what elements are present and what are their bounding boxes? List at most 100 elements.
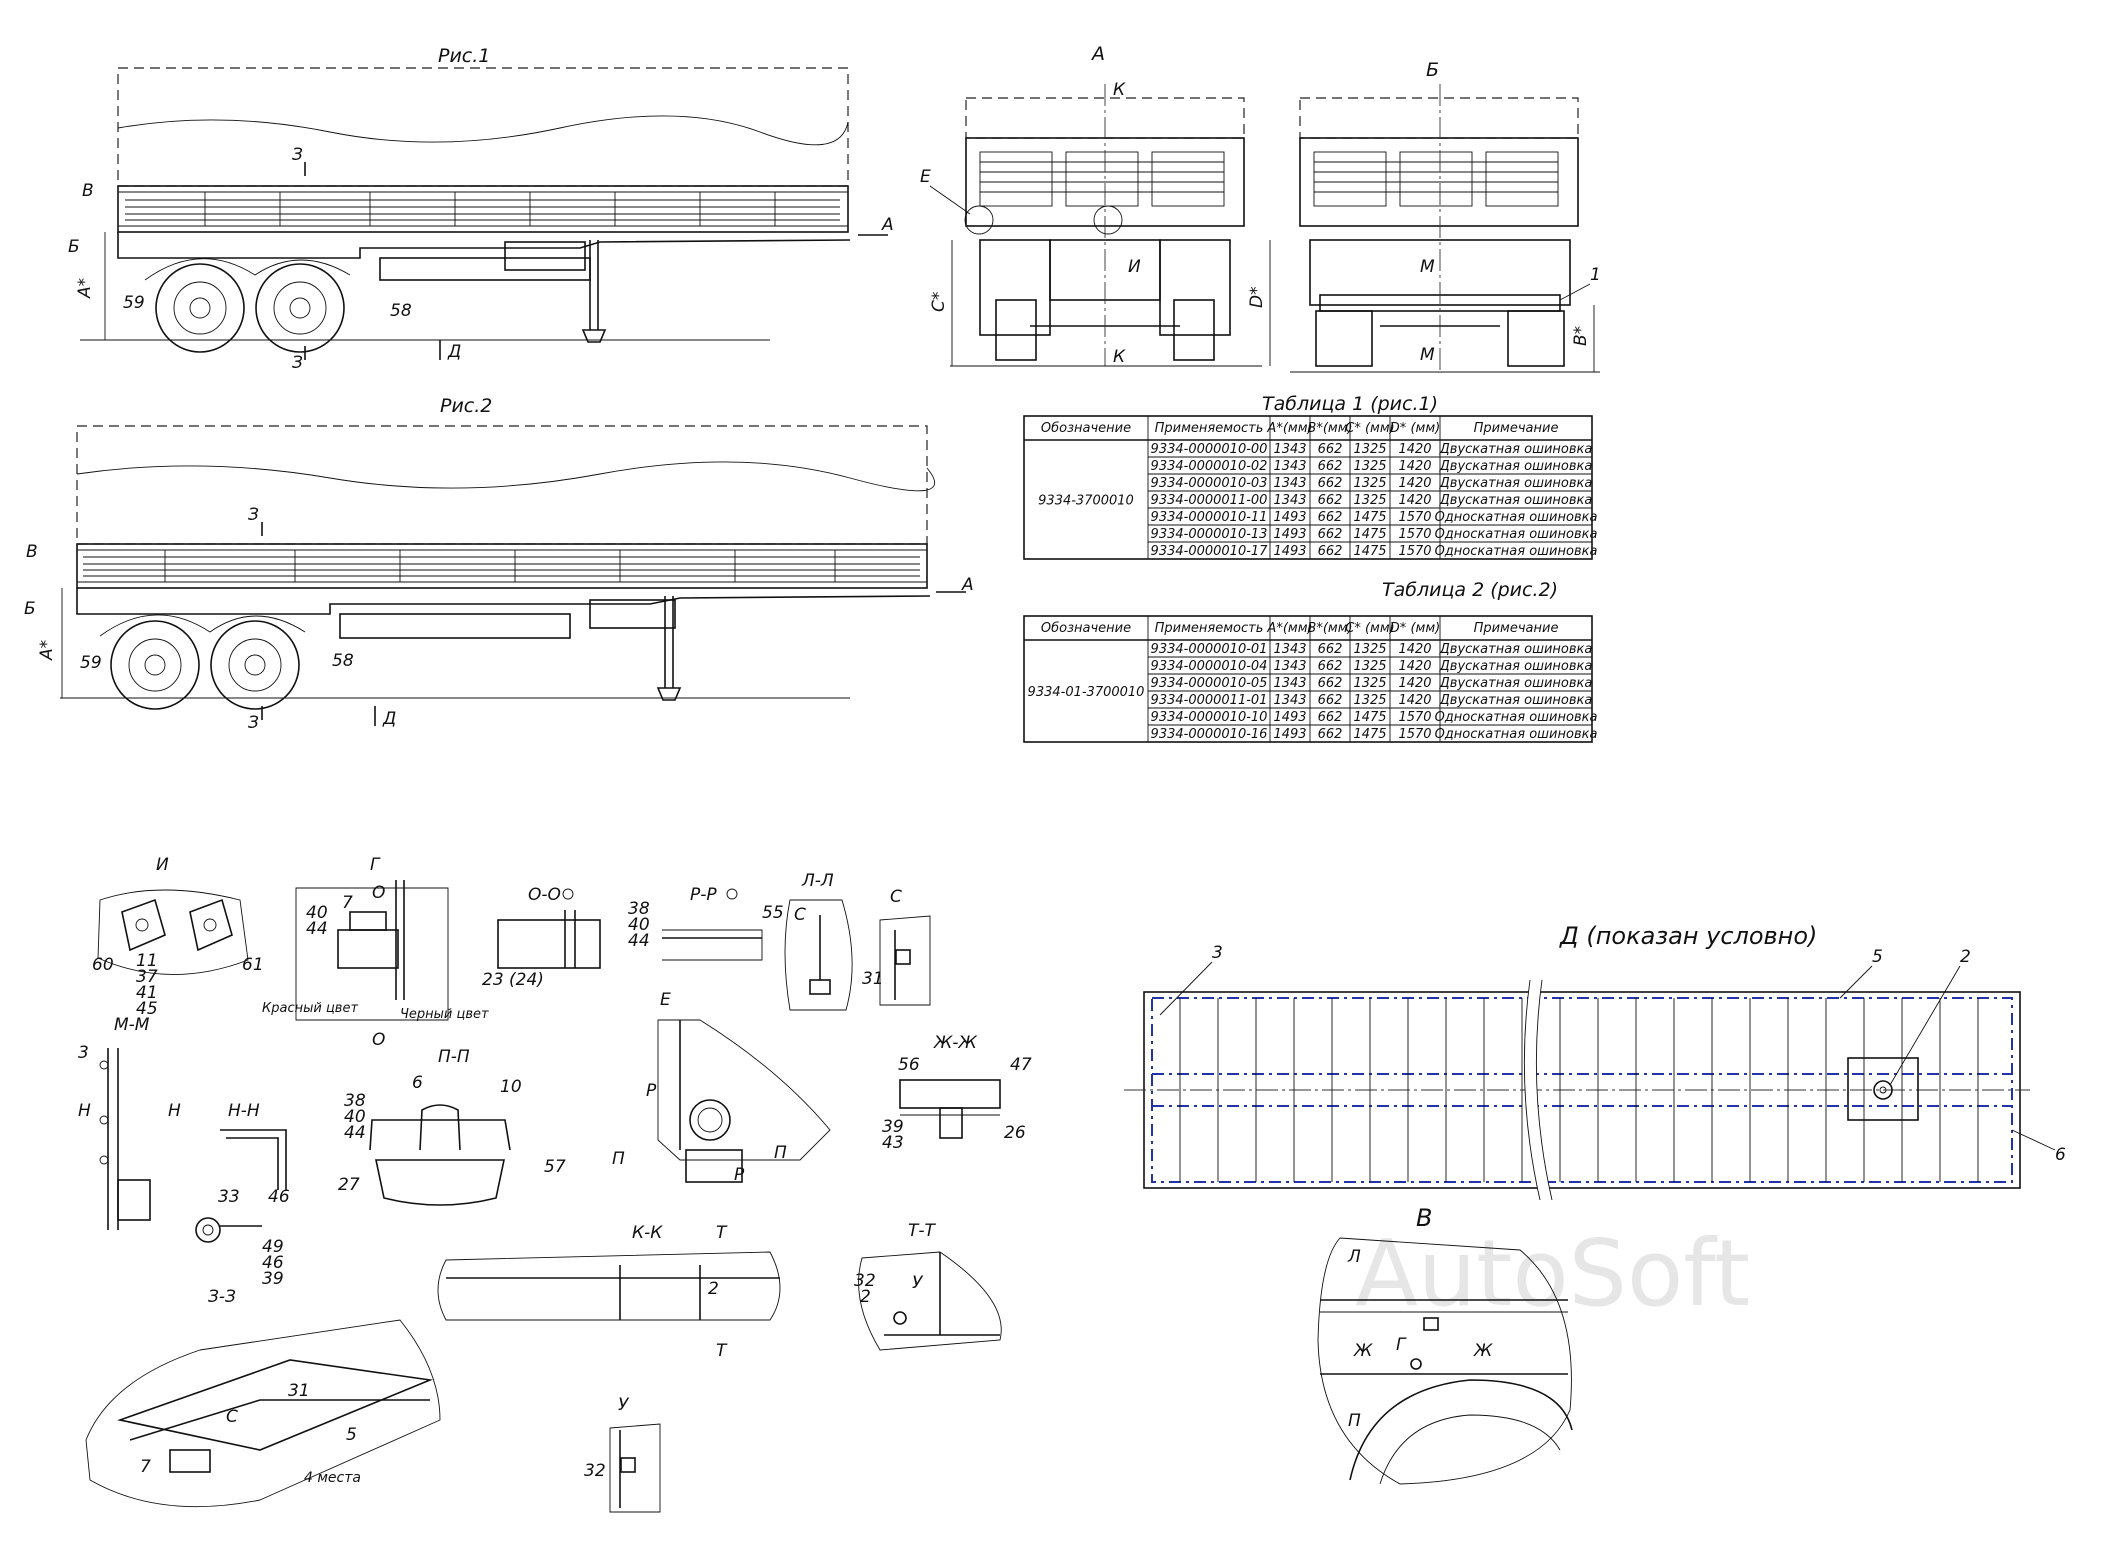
table2-cell: 1420 <box>1398 693 1431 708</box>
table2-cell: 1325 <box>1353 693 1386 708</box>
table2-cell: 1475 <box>1353 727 1386 742</box>
table1-cell: 1420 <box>1398 493 1431 508</box>
detail-i-callout-61: 61 <box>242 955 264 975</box>
table2-cell: 1420 <box>1398 642 1431 657</box>
detail-tt-callout-32: 32 <box>854 1271 876 1291</box>
fig1-callout-58: 58 <box>390 301 412 321</box>
front-view-b: Б М М 1 В* <box>1290 59 1601 373</box>
table1-cell: 662 <box>1318 493 1343 508</box>
table1-cell: 1493 <box>1273 510 1306 525</box>
detail-e: Е Р Р П П <box>612 990 831 1185</box>
figure-1-trailer: Рис.1 В Б А* З <box>68 45 894 373</box>
table1-header-4: С* (мм) <box>1345 421 1394 436</box>
detail-i-title: И <box>156 855 169 875</box>
view-a-callout-i: И <box>1128 257 1141 277</box>
figure-2-trailer: Рис.2 В Б А* З З 59 <box>24 395 974 733</box>
table2-cell: 1420 <box>1398 659 1431 674</box>
table2-cell: Двускатная ошиновка <box>1439 676 1593 691</box>
table1-header-0: Обозначение <box>1041 421 1131 436</box>
table1-cell: 9334-0000011-00 <box>1151 493 1268 508</box>
detail-ll-label-c: С <box>794 905 806 925</box>
table1-cell: 1325 <box>1353 493 1386 508</box>
detail-c: С 31 <box>862 887 931 1006</box>
detail-nn-callout-39: 39 <box>262 1269 284 1289</box>
detail-rr-callout-38: 38 <box>628 899 650 919</box>
table1-cell: 1343 <box>1273 476 1306 491</box>
detail-pp-callout-10: 10 <box>500 1077 522 1097</box>
fig1-title: Рис.1 <box>438 45 490 67</box>
detail-zz-callout-7: 7 <box>140 1457 151 1477</box>
table1-cell: 9334-0000010-03 <box>1151 476 1268 491</box>
table1-cell: Двускатная ошиновка <box>1439 442 1593 457</box>
table1-cell: 1570 <box>1398 510 1431 525</box>
view-a-dim-d: D* <box>1247 286 1267 308</box>
detail-u-title: У <box>618 1395 630 1415</box>
table2-cell: Двускатная ошиновка <box>1439 693 1593 708</box>
fig2-callout-58: 58 <box>332 651 354 671</box>
view-d-callout-5: 5 <box>1872 947 1883 967</box>
view-v-section-zh-right: Ж <box>1473 1341 1493 1361</box>
detail-u: У 32 <box>584 1395 661 1513</box>
view-b-title: Б <box>1426 59 1439 81</box>
table2-cell: Односкатная ошиновка <box>1435 727 1598 742</box>
detail-zhzh-callout-56: 56 <box>898 1055 920 1075</box>
detail-nn-callout-33: 33 <box>218 1187 240 1207</box>
table2-header-2: А*(мм) <box>1266 621 1312 636</box>
detail-zhzh-callout-43: 43 <box>882 1133 904 1153</box>
detail-zhzh-callout-47: 47 <box>1010 1055 1032 1075</box>
detail-u-callout-32: 32 <box>584 1461 606 1481</box>
detail-c-title: С <box>890 887 902 907</box>
detail-mm-title: М-М <box>114 1015 150 1035</box>
detail-c-callout-31: 31 <box>862 969 884 989</box>
table1-header-2: А*(мм) <box>1266 421 1312 436</box>
detail-zz-label-c: С <box>226 1407 238 1427</box>
table2-header-6: Примечание <box>1474 621 1559 636</box>
table1-cell: 662 <box>1318 510 1343 525</box>
table2-header-3: В*(мм) <box>1307 621 1352 636</box>
detail-ll-title: Л-Л <box>801 871 834 891</box>
detail-zz-note-4-places: 4 места <box>304 1470 361 1486</box>
detail-e-section-p-right: П <box>774 1143 787 1163</box>
table2-cell: 1325 <box>1353 659 1386 674</box>
table1-cell: 1325 <box>1353 442 1386 457</box>
detail-oo: О-О 23 (24) <box>482 885 601 990</box>
table1-cell: 1570 <box>1398 544 1431 559</box>
detail-zz-callout-5: 5 <box>346 1425 357 1445</box>
table1-cell: Двускатная ошиновка <box>1439 476 1593 491</box>
table1-cell: 9334-0000010-11 <box>1151 510 1268 525</box>
table2-cell: 662 <box>1318 642 1343 657</box>
table1-cell: 1343 <box>1273 459 1306 474</box>
table2-cell: 9334-0000010-16 <box>1151 727 1268 742</box>
detail-pp-callout-44: 44 <box>344 1123 366 1143</box>
detail-nn: Н-Н 33 46 49 46 39 <box>195 1101 290 1289</box>
table2-cell: 9334-0000010-01 <box>1151 642 1268 657</box>
detail-i-callout-11: 11 <box>136 951 158 971</box>
view-b-callout-1: 1 <box>1590 265 1601 285</box>
detail-kk-section-t-top: Т <box>716 1223 728 1243</box>
detail-i-callout-41: 41 <box>136 983 158 1003</box>
table2-cell: 662 <box>1318 659 1343 674</box>
table1-cell: 1420 <box>1398 459 1431 474</box>
table1-cell: Односкатная ошиновка <box>1435 544 1598 559</box>
view-d-callout-2: 2 <box>1960 947 1971 967</box>
table1-cell: 1475 <box>1353 527 1386 542</box>
table1-cell: 9334-0000010-02 <box>1151 459 1268 474</box>
detail-view-v: В Л Ж Г Ж П <box>1317 1204 1573 1485</box>
detail-mm: М-М 3 Н Н <box>78 1015 181 1230</box>
detail-zhzh-title: Ж-Ж <box>933 1033 977 1053</box>
detail-g-section-o-bottom: О <box>372 1030 385 1050</box>
detail-rr-callout-40: 40 <box>628 915 650 935</box>
detail-i-callout-37: 37 <box>136 967 158 987</box>
table1-caption: Таблица 1 (рис.1) <box>1262 393 1438 415</box>
fig1-section-z-top: З <box>292 145 303 165</box>
watermark: AutoSoft <box>1355 1220 1750 1327</box>
table1-cell: Двускатная ошиновка <box>1439 459 1593 474</box>
detail-zhzh: Ж-Ж 56 47 39 43 26 <box>882 1033 1032 1153</box>
fig2-callout-59: 59 <box>80 653 102 673</box>
detail-rr-title: Р-Р <box>690 885 717 905</box>
detail-zhzh-callout-26: 26 <box>1004 1123 1026 1143</box>
fig2-label-d: Д <box>382 709 396 729</box>
table2-cell: 662 <box>1318 727 1343 742</box>
view-a-dim-c: С* <box>929 292 949 312</box>
